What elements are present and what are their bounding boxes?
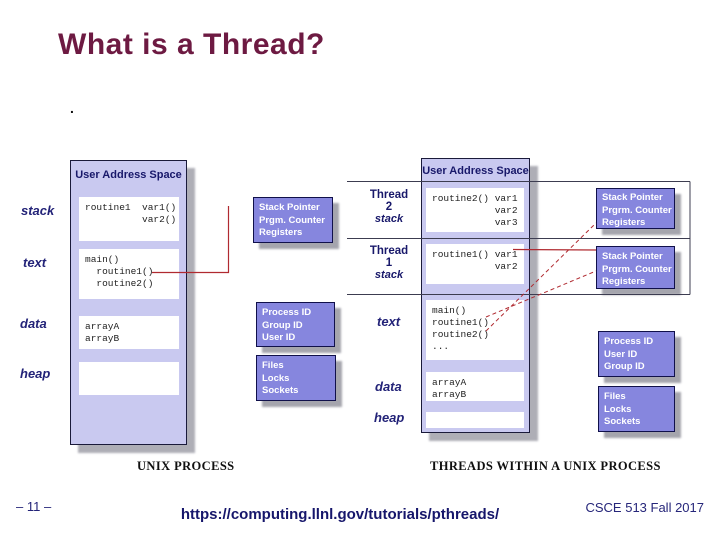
threads-text-segment: main() routine1() routine2() ... bbox=[426, 300, 524, 360]
thread1-title: Thread 1 bbox=[369, 245, 409, 269]
unix-label-heap: heap bbox=[20, 366, 51, 381]
thread1-stack-segment: routine1() var1 var2 bbox=[426, 244, 524, 284]
thread2-stack-sublabel: stack bbox=[374, 213, 404, 225]
threads-label-data: data bbox=[375, 379, 402, 394]
unix-label-text: text bbox=[23, 255, 47, 270]
unix-ids-box: Process ID Group ID User ID bbox=[256, 302, 335, 347]
threads-heap-segment bbox=[426, 412, 524, 428]
threads-label-heap: heap bbox=[374, 410, 405, 425]
threads-ids-box: Process ID User ID Group ID bbox=[598, 331, 675, 377]
threads-files-box: Files Locks Sockets bbox=[598, 386, 675, 432]
page-number: – 11 – bbox=[16, 499, 52, 514]
threads-address-space-header: User Address Space bbox=[422, 165, 529, 177]
thread1-stack-sublabel: stack bbox=[374, 269, 404, 281]
threads-data-segment: arrayA arrayB bbox=[426, 372, 524, 401]
thread2-title: Thread 2 bbox=[369, 189, 409, 213]
unix-registers-box: Stack Pointer Prgm. Counter Registers bbox=[253, 197, 333, 243]
unix-process-caption: UNIX PROCESS bbox=[137, 459, 235, 473]
thread2-registers-box: Stack Pointer Prgrm. Counter Registers bbox=[596, 188, 675, 229]
unix-label-data: data bbox=[20, 316, 47, 331]
thread2-stack-segment: routine2() var1 var2 var3 bbox=[426, 188, 524, 232]
unix-text-segment: main() routine1() routine2() bbox=[79, 249, 179, 299]
thread2-label: Thread 2 stack bbox=[366, 189, 412, 225]
footer-url[interactable]: https://computing.llnl.gov/tutorials/pth… bbox=[180, 506, 500, 523]
bullet-dot: . bbox=[70, 100, 74, 116]
unix-address-space-box: User Address Space routine1 var1() var2(… bbox=[70, 160, 187, 445]
footer-course: CSCE 513 Fall 2017 bbox=[585, 500, 704, 515]
unix-address-space-header: User Address Space bbox=[75, 169, 182, 181]
threads-label-text: text bbox=[377, 314, 401, 329]
unix-data-segment: arrayA arrayB bbox=[79, 316, 179, 349]
slide-title: What is a Thread? bbox=[58, 28, 325, 61]
unix-label-stack: stack bbox=[21, 203, 55, 218]
unix-files-box: Files Locks Sockets bbox=[256, 355, 336, 401]
unix-heap-segment bbox=[79, 362, 179, 395]
threads-process-caption: THREADS WITHIN A UNIX PROCESS bbox=[430, 459, 661, 473]
threads-address-space-box: User Address Space routine2() var1 var2 … bbox=[421, 158, 530, 433]
thread1-label: Thread 1 stack bbox=[366, 245, 412, 281]
thread1-registers-box: Stack Pointer Prgrm. Counter Registers bbox=[596, 246, 675, 289]
unix-stack-segment: routine1 var1() var2() bbox=[79, 197, 179, 241]
